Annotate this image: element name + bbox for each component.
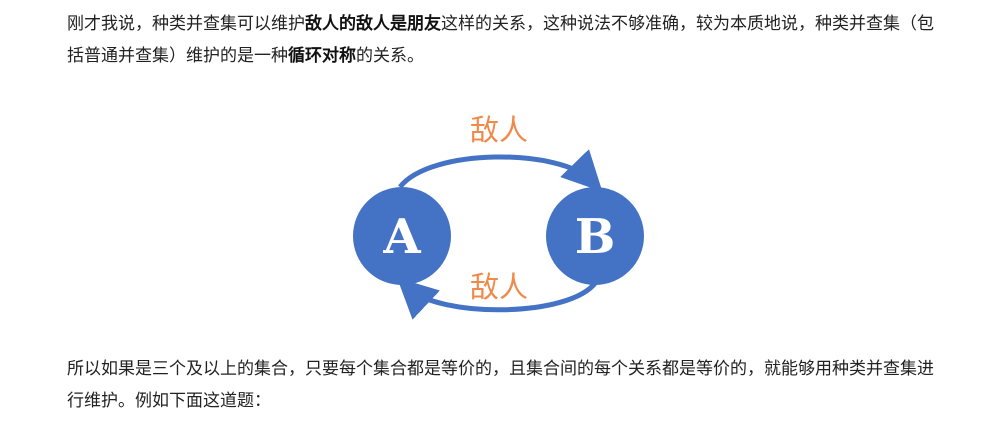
node-a-circle bbox=[353, 187, 451, 285]
intro-bold-cyclic-symmetry: 循环对称 bbox=[288, 46, 356, 66]
intro-bold-enemy-friend: 敌人的敌人是朋友 bbox=[305, 14, 441, 34]
node-b-circle bbox=[546, 187, 644, 285]
follow-up-paragraph: 所以如果是三个及以上的集合，只要每个集合都是等价的，且集合间的每个关系都是等价的… bbox=[67, 359, 934, 411]
top-arrow bbox=[398, 149, 603, 192]
bottom-arrow bbox=[397, 277, 599, 320]
node-b-label: B bbox=[575, 209, 616, 265]
intro-text-3: 的关系。 bbox=[356, 46, 424, 66]
bottom-edge-label: 敌人 bbox=[470, 270, 528, 304]
intro-text-2: 这样的关系，这种说法不够准确，较为本质地说，种类并查集（包括普通并查集）维护的是… bbox=[67, 14, 934, 66]
top-edge-label: 敌人 bbox=[470, 113, 528, 147]
intro-text-1: 刚才我说，种类并查集可以维护 bbox=[67, 14, 305, 34]
intro-paragraph: 刚才我说，种类并查集可以维护敌人的敌人是朋友这样的关系，这种说法不够准确，较为本… bbox=[67, 8, 937, 72]
node-a-label: A bbox=[382, 209, 421, 265]
